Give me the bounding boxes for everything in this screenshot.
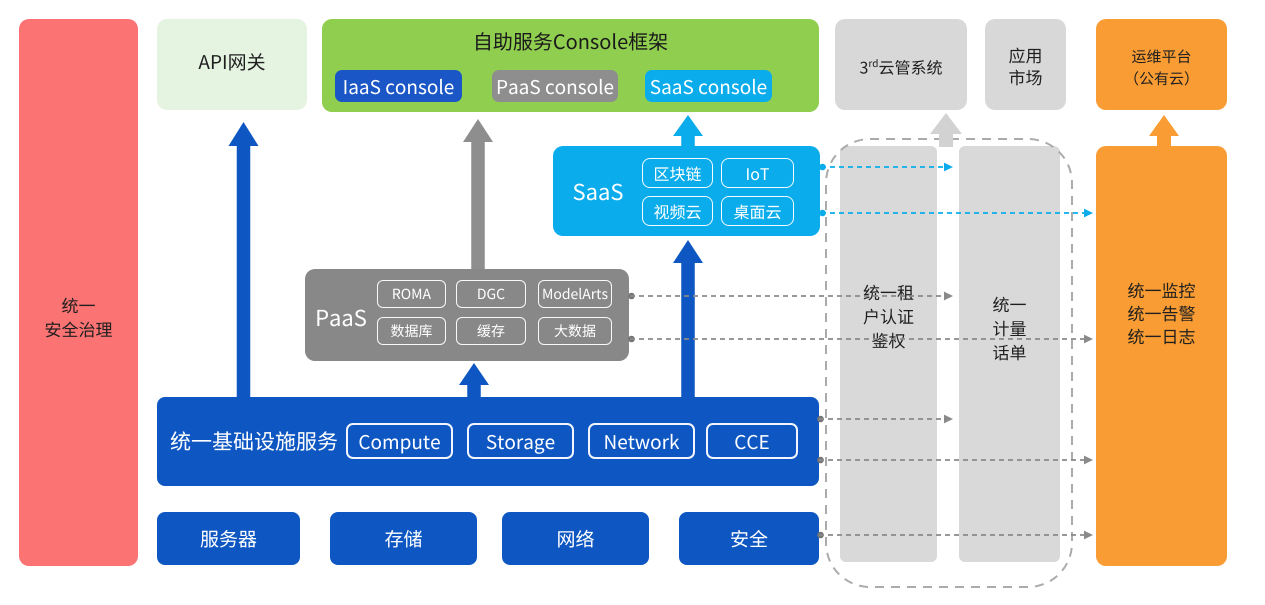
paas-service-cache: 缓存 bbox=[456, 317, 526, 345]
tenant-auth-line1: 统一租 bbox=[863, 279, 914, 304]
saas-label: SaaS bbox=[572, 175, 624, 207]
ops-platform-line2: （公有云） bbox=[1123, 68, 1199, 89]
hardware-network-box: 网络 bbox=[502, 512, 649, 565]
ops-platform-line1: 运维平台 bbox=[1131, 46, 1192, 67]
monitor-line2: 统一告警 bbox=[1127, 300, 1196, 325]
app-market-line2: 市场 bbox=[1008, 64, 1043, 89]
infrastructure-label: 统一基础设施服务 bbox=[170, 426, 338, 456]
up-arrow-infra-to-paas bbox=[459, 363, 489, 397]
infra-service-cce: CCE bbox=[706, 423, 798, 459]
paas-service-database: 数据库 bbox=[377, 317, 446, 345]
saas-box bbox=[553, 146, 820, 236]
dashed-arrow-saas-to-auth-dot bbox=[819, 163, 826, 171]
ops-platform-box bbox=[1096, 19, 1227, 110]
saas-service-blockchain: 区块链 bbox=[642, 158, 713, 188]
paas-console-pill: PaaS console bbox=[492, 70, 618, 102]
hardware-storage-box: 存储 bbox=[330, 512, 477, 565]
dashed-arrow-paas-to-monitor-head bbox=[1084, 334, 1093, 344]
up-arrow-to-ops-platform bbox=[1149, 115, 1179, 148]
console-frame-title: 自助服务Console框架 bbox=[472, 26, 669, 55]
infra-service-compute: Compute bbox=[346, 423, 453, 459]
ops-platform-label: 运维平台 （公有云） bbox=[1096, 46, 1227, 90]
metering-line1: 统一 bbox=[992, 291, 1027, 316]
tenant-auth-line2: 户认证 bbox=[863, 303, 914, 328]
iaas-console-pill: IaaS console bbox=[335, 70, 462, 102]
up-arrow-saas-to-console bbox=[673, 115, 703, 147]
paas-service-dgc: DGC bbox=[456, 280, 526, 308]
hardware-server-box: 服务器 bbox=[157, 512, 300, 565]
metering-line2: 计量 bbox=[992, 315, 1027, 340]
metering-line3: 话单 bbox=[992, 339, 1027, 364]
dashed-arrow-infra-to-monitor-head bbox=[1084, 455, 1093, 465]
app-market-label: 应用 市场 bbox=[985, 44, 1066, 88]
security-governance-line2: 安全治理 bbox=[44, 316, 113, 341]
up-arrow-infra-to-saas bbox=[673, 240, 703, 397]
monitor-label: 统一监控 统一告警 统一日志 bbox=[1096, 278, 1227, 347]
dashed-arrow-saas-to-auth-head bbox=[944, 162, 953, 172]
dashed-arrow-security-to-monitor-head bbox=[1084, 530, 1093, 540]
paas-label: PaaS bbox=[315, 301, 367, 333]
tenant-auth-label: 统一租 户认证 鉴权 bbox=[840, 280, 937, 352]
paas-service-roma: ROMA bbox=[377, 280, 446, 308]
cloud-mgmt-sup: rd bbox=[868, 55, 879, 70]
dashed-arrow-paas-to-monitor-dot bbox=[628, 335, 635, 343]
dashed-arrow-saas-to-monitor-dot bbox=[819, 209, 826, 217]
up-arrow-paas-to-console bbox=[463, 119, 493, 269]
dashed-arrow-infra-to-metering-head bbox=[944, 414, 953, 424]
saas-service-iot: IoT bbox=[721, 158, 794, 188]
api-gateway-label: API网关 bbox=[198, 48, 266, 75]
paas-service-bigdata: 大数据 bbox=[538, 317, 612, 345]
metering-label: 统一 计量 话单 bbox=[959, 292, 1060, 364]
dashed-arrow-paas-to-metering-dot bbox=[628, 292, 635, 300]
cloud-mgmt-box bbox=[835, 19, 967, 110]
app-market-line1: 应用 bbox=[1008, 42, 1043, 67]
hardware-security-box: 安全 bbox=[679, 512, 819, 565]
infra-service-storage: Storage bbox=[467, 423, 574, 459]
up-arrow-to-cloud-mgmt bbox=[930, 113, 962, 147]
security-governance-label: 统一 安全治理 bbox=[19, 293, 138, 341]
monitor-bar bbox=[1096, 146, 1227, 566]
infra-service-network: Network bbox=[588, 423, 695, 459]
saas-service-desktop-cloud: 桌面云 bbox=[721, 196, 794, 226]
monitor-line3: 统一日志 bbox=[1127, 323, 1196, 348]
saas-service-video-cloud: 视频云 bbox=[642, 196, 713, 226]
saas-console-pill: SaaS console bbox=[645, 70, 772, 102]
infrastructure-box bbox=[157, 397, 819, 486]
api-gateway-box bbox=[157, 19, 307, 110]
cloud-mgmt-num: 3 bbox=[859, 54, 869, 79]
tenant-auth-line3: 鉴权 bbox=[871, 327, 906, 352]
dashed-arrow-paas-to-metering-head bbox=[944, 291, 953, 301]
paas-service-modelarts: ModelArts bbox=[538, 280, 612, 308]
cloud-mgmt-label: 3rd云管系统 bbox=[835, 52, 967, 77]
app-market-box bbox=[985, 19, 1066, 110]
security-governance-line1: 统一 bbox=[61, 292, 96, 317]
tenant-auth-bar bbox=[840, 146, 937, 562]
up-arrow-infra-to-api bbox=[228, 122, 259, 397]
paas-box bbox=[305, 269, 629, 361]
cloud-mgmt-rest: 云管系统 bbox=[878, 54, 943, 79]
dashed-arrow-saas-to-monitor-head bbox=[1084, 208, 1093, 218]
security-governance-bar bbox=[19, 19, 138, 566]
monitor-line1: 统一监控 bbox=[1127, 277, 1196, 302]
